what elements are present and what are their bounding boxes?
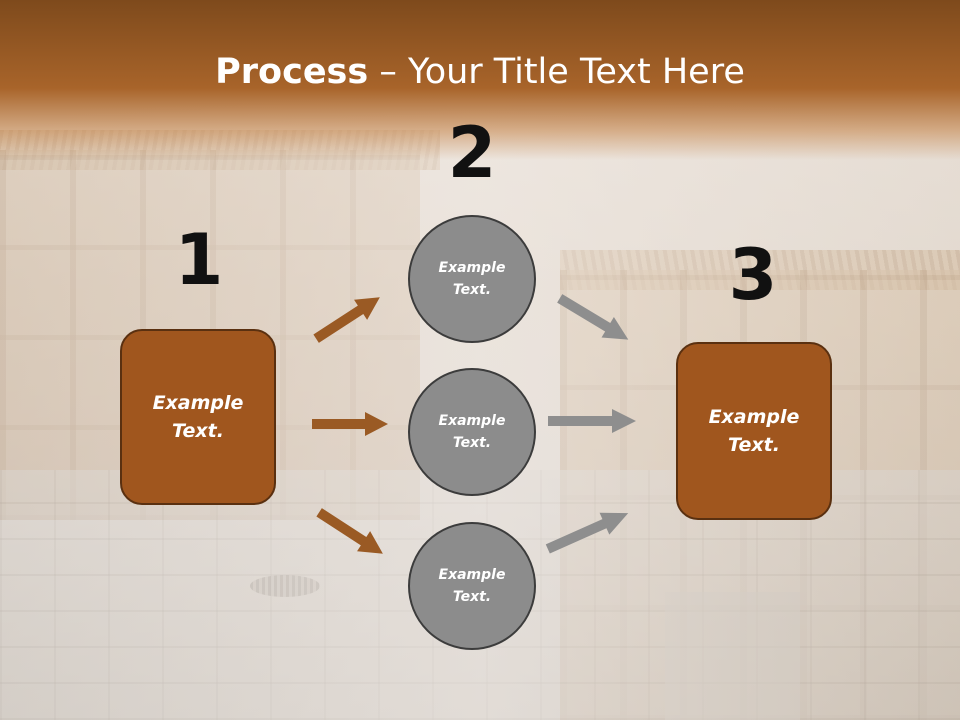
- arrow-circle-middle-to-box3[interactable]: [548, 409, 636, 433]
- circle-bottom-line2: Text.: [452, 589, 492, 605]
- title-bold: Process: [215, 52, 369, 92]
- title-rest: – Your Title Text Here: [368, 52, 745, 92]
- arrow-box1-to-circle-top[interactable]: [310, 287, 387, 349]
- slide-title[interactable]: Process – Your Title Text Here: [0, 52, 960, 92]
- step-3-box-line2: Text.: [728, 434, 780, 456]
- circle-bottom-text: Example Text.: [439, 564, 506, 609]
- circle-top-text: Example Text.: [439, 257, 506, 302]
- arrow-circle-bottom-to-box3[interactable]: [543, 502, 633, 560]
- gray-arrows: [543, 288, 636, 560]
- circle-middle-text: Example Text.: [439, 410, 506, 455]
- step-3-box-line1: Example: [708, 405, 800, 428]
- step-3-box-text: Example Text.: [709, 403, 800, 460]
- step-2-circle-top[interactable]: Example Text.: [408, 215, 536, 343]
- title-band: [0, 0, 960, 160]
- circle-top-line1: Example: [438, 259, 506, 276]
- step-1-box[interactable]: Example Text.: [120, 329, 276, 505]
- step-1-box-line2: Text.: [172, 420, 224, 442]
- step-number-1[interactable]: 1: [174, 219, 224, 301]
- step-1-box-line1: Example: [152, 391, 244, 414]
- circle-bottom-line1: Example: [438, 566, 506, 583]
- step-2-circle-middle[interactable]: Example Text.: [408, 368, 536, 496]
- circle-top-line2: Text.: [452, 282, 492, 298]
- arrow-circle-top-to-box3[interactable]: [554, 288, 635, 350]
- brown-arrows: [310, 287, 390, 564]
- step-2-circle-bottom[interactable]: Example Text.: [408, 522, 536, 650]
- step-3-box[interactable]: Example Text.: [676, 342, 832, 520]
- circle-middle-line2: Text.: [452, 435, 492, 451]
- step-1-box-text: Example Text.: [153, 389, 244, 446]
- arrow-box1-to-circle-bottom[interactable]: [313, 502, 390, 564]
- step-number-3[interactable]: 3: [728, 234, 778, 316]
- step-number-2[interactable]: 2: [447, 112, 497, 194]
- arrow-box1-to-circle-middle[interactable]: [312, 412, 388, 436]
- circle-middle-line1: Example: [438, 412, 506, 429]
